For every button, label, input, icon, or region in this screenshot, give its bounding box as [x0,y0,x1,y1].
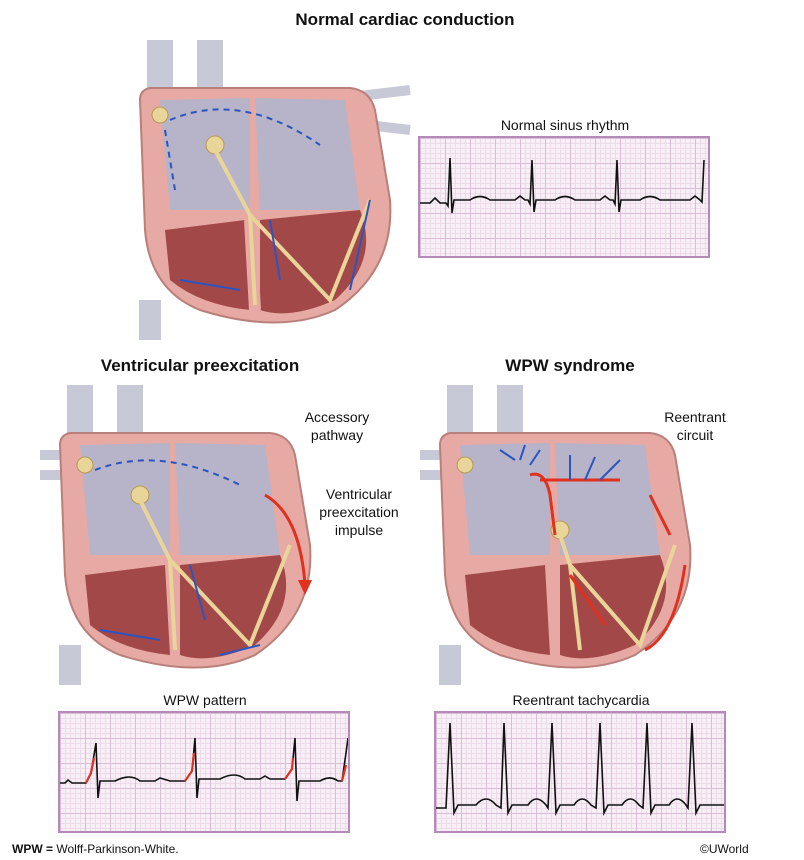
ecg-wpw-pattern-strip [58,711,350,833]
ecg-trace-wpw [60,737,348,802]
ecg-reentrant-strip [434,711,726,833]
title-ventricular-preexcitation: Ventricular preexcitation [100,356,300,375]
preexcitation-red-arrow [264,493,307,586]
label-reentrant-circuit: Reentrant circuit [664,409,726,443]
ecg-wpw-pattern-title: WPW pattern [163,692,247,708]
footnote-text: Wolff-Parkinson-White. [56,842,179,856]
heart-normal-illustration [138,40,411,340]
heart-wpw-illustration [420,385,692,685]
reentrant-red-circuit [529,472,687,652]
ecg-trace-tachycardia [436,722,724,817]
ecg-reentrant-title: Reentrant tachycardia [512,692,650,708]
copyright-uworld: ©UWorld [700,842,749,856]
heart-preexcitation-illustration [40,385,312,685]
label-preexcitation-impulse: Ventricular preexcitation impulse [319,486,399,538]
footnote-abbreviation: WPW = Wolff-Parkinson-White. [12,842,179,856]
ecg-normal-sinus-title: Normal sinus rhythm [500,117,630,133]
label-accessory-pathway: Accessory pathway [304,409,370,443]
title-wpw-syndrome: WPW syndrome [505,356,635,375]
footnote-abbr: WPW [12,842,43,856]
ecg-trace-normal [420,157,705,214]
footnote-eq: = [42,842,57,856]
ecg-normal-sinus-strip [418,136,710,258]
title-normal-conduction: Normal cardiac conduction [295,10,515,29]
